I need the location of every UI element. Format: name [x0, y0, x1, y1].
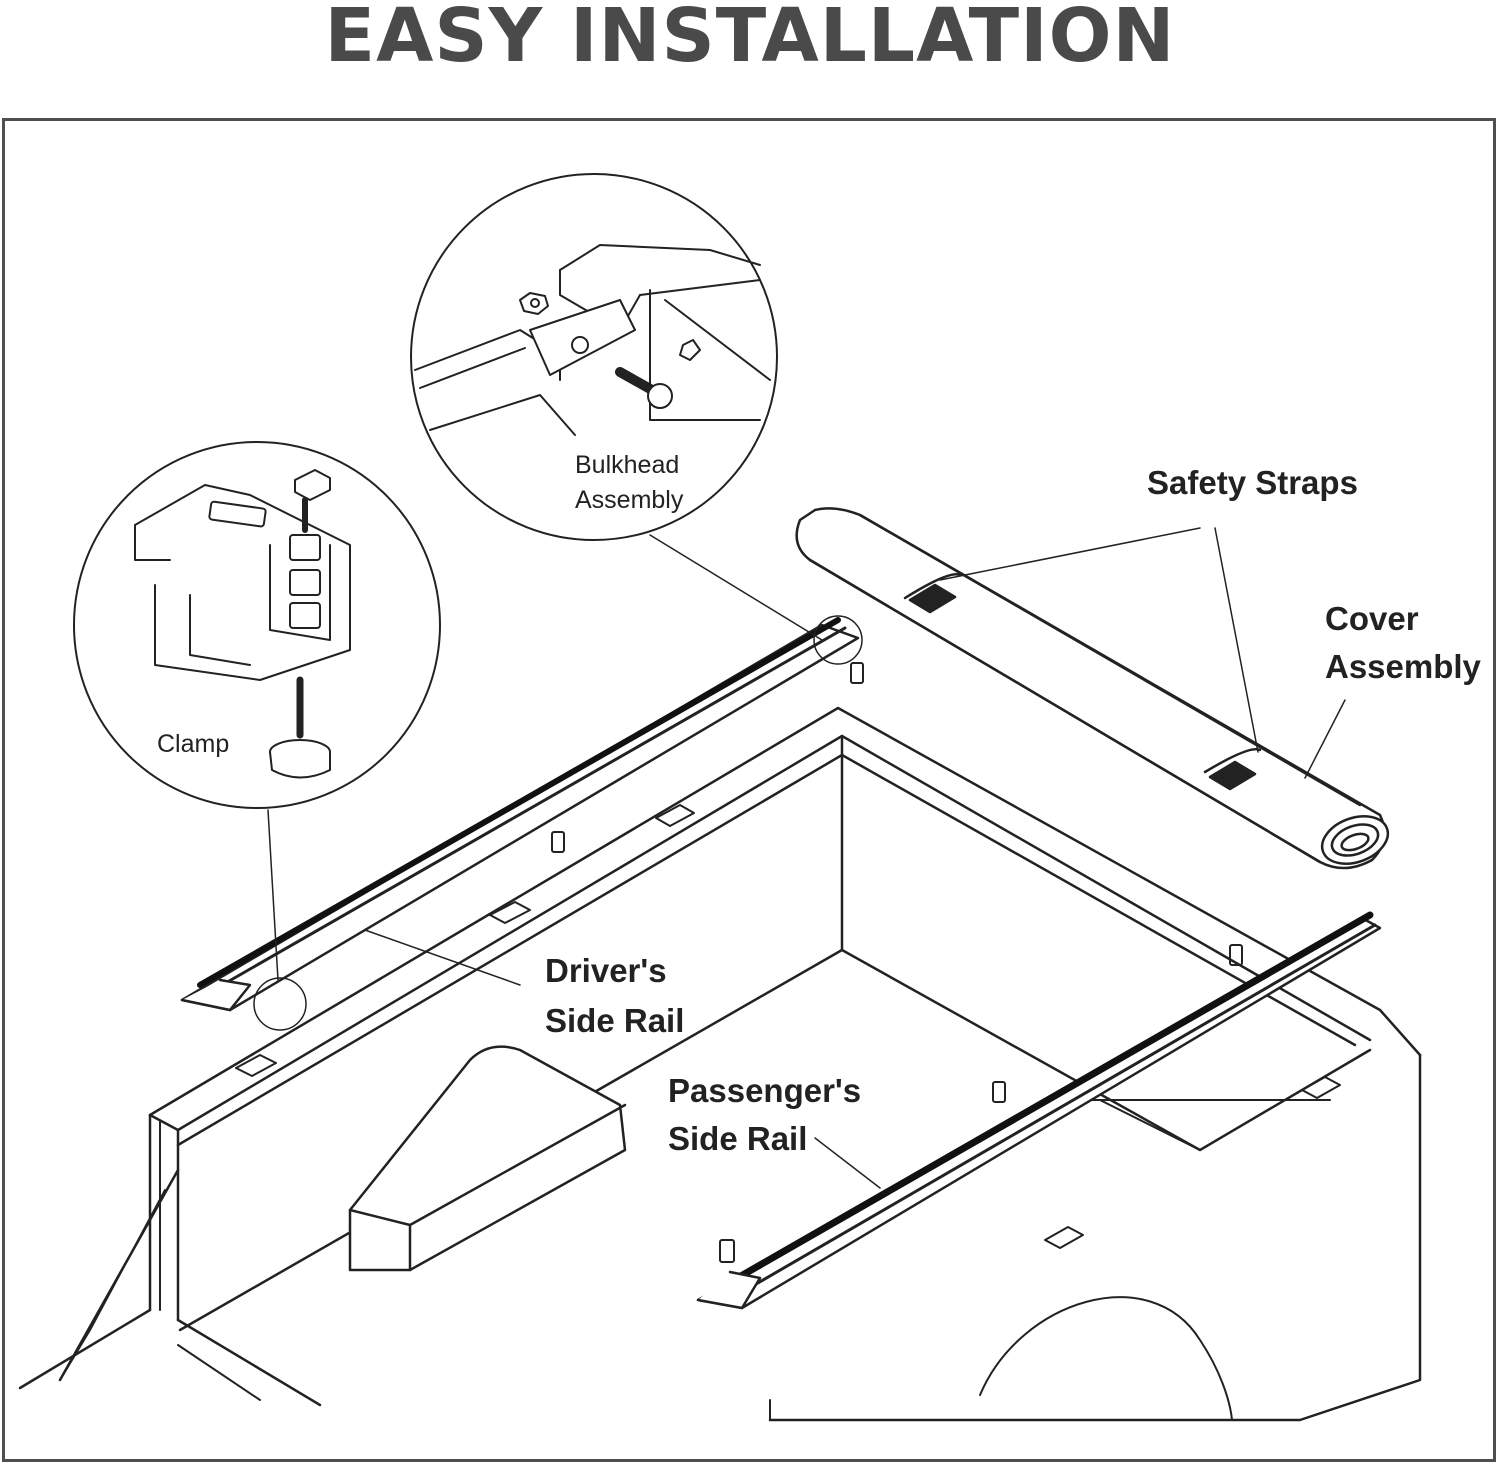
drivers-rail-label-line1: Driver's: [545, 952, 667, 989]
stake-pockets: [235, 804, 1341, 1249]
clamp-marker-icons: [551, 662, 1243, 1263]
drivers-rail-label-line2: Side Rail: [545, 1002, 684, 1039]
clamp-label: Clamp: [157, 730, 229, 758]
bulkhead-label-line1: Bulkhead: [575, 451, 679, 479]
page-title: EASY INSTALLATION: [324, 0, 1176, 79]
cover-assembly-label-line2: Assembly: [1325, 648, 1482, 685]
safety-strap-buckles: [903, 573, 1262, 791]
diagram-frame: [2, 118, 1496, 1462]
cover-assembly-label-line1: Cover: [1325, 600, 1419, 637]
passengers-side-rail: [696, 911, 1382, 1310]
bulkhead-detail-callout: [410, 173, 778, 541]
passengers-rail-label-line1: Passenger's: [668, 1072, 861, 1109]
drivers-side-rail: [180, 617, 860, 1012]
rolled-cover-assembly: [795, 507, 1390, 870]
truck-bed: [18, 662, 1422, 1422]
callout-labels: Bulkhead Assembly Clamp Safety Straps Co…: [157, 451, 1482, 1157]
leader-lines: [253, 527, 1346, 1189]
passengers-rail-label-line2: Side Rail: [668, 1120, 807, 1157]
safety-straps-label: Safety Straps: [1147, 464, 1358, 501]
bulkhead-label-line2: Assembly: [575, 486, 684, 514]
clamp-detail-callout: [73, 441, 441, 809]
wheel-well: [348, 1045, 627, 1272]
